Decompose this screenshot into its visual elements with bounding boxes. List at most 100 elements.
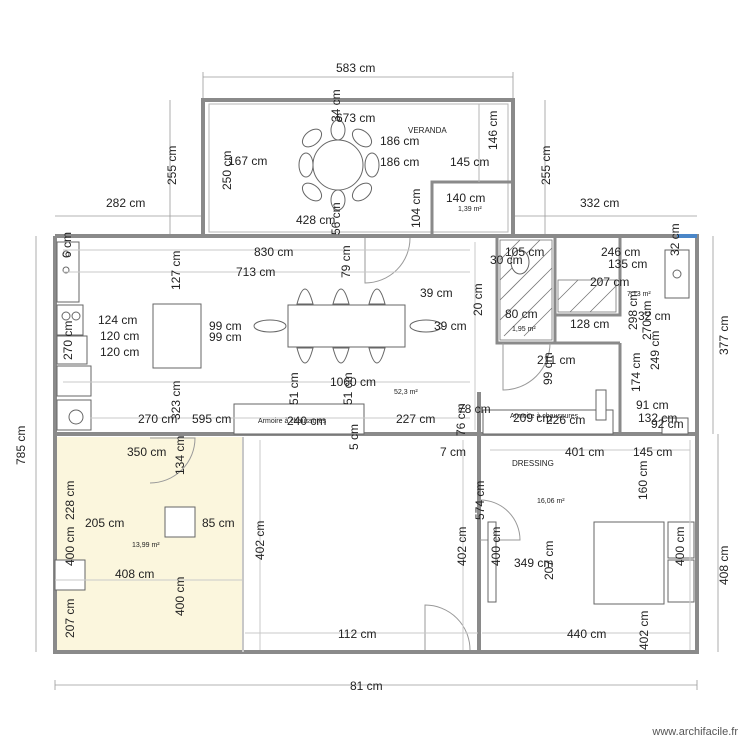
dim-label: 186 cm [380, 134, 419, 148]
dim-label: 145 cm [633, 445, 672, 459]
dim-label: 400 cm [173, 577, 187, 616]
dim-label: 20 cm [471, 283, 485, 316]
dim-label: 400 cm [63, 527, 77, 566]
dim-label: 350 cm [127, 445, 166, 459]
dim-label: 785 cm [14, 426, 28, 465]
dim-label: 51 cm [341, 372, 355, 405]
dim-label: 39 cm [420, 286, 453, 300]
doors [149, 237, 551, 651]
dim-label: 408 cm [115, 567, 154, 581]
dim-label: 135 cm [608, 257, 647, 271]
dim-label: 440 cm [567, 627, 606, 641]
dim-label: 583 cm [336, 61, 375, 75]
dim-label: 85 cm [202, 516, 235, 530]
area-small-room: 1,95 m² [512, 326, 536, 333]
furniture [54, 119, 695, 605]
area-bedroom: 13,99 m² [132, 542, 160, 549]
dim-label: 1060 cm [330, 375, 376, 389]
dim-label: 298 cm [626, 291, 640, 330]
dim-label: 249 cm [648, 331, 662, 370]
dimension-labels-vertical: 34 cm 250 cm 146 cm 255 cm 255 cm 56 cm … [14, 89, 731, 650]
dim-label: 81 cm [350, 679, 383, 693]
dim-label: 401 cm [565, 445, 604, 459]
area-veranda-small: 1,39 m² [458, 206, 482, 213]
dim-label: 34 cm [329, 89, 343, 122]
dim-label: 105 cm [505, 245, 544, 259]
dim-label: 140 cm [446, 191, 485, 205]
dim-label: 428 cm [296, 213, 335, 227]
dim-label: 92 cm [651, 417, 684, 431]
dim-label: 186 cm [380, 155, 419, 169]
dim-label: 32 cm [668, 223, 682, 256]
dim-label: 80 cm [505, 307, 538, 321]
dim-label: 574 cm [473, 481, 487, 520]
dim-label: 112 cm [338, 627, 376, 641]
dim-label: 270 cm [640, 301, 654, 340]
dim-label: 226 cm [546, 413, 585, 427]
watermark: www.archifacile.fr [652, 726, 738, 738]
dim-label: 205 cm [85, 516, 124, 530]
dim-label: 39 cm [434, 319, 467, 333]
dim-label: 377 cm [717, 316, 731, 355]
dim-label: 120 cm [100, 329, 139, 343]
measure-lines [55, 242, 691, 650]
room-dressing: DRESSING [512, 459, 554, 468]
dim-label: 332 cm [580, 196, 619, 210]
dim-label: 402 cm [253, 521, 267, 560]
area-main: 52,3 m² [394, 389, 418, 396]
dim-label: 270 cm [138, 412, 177, 426]
area-dressing: 16,06 m² [537, 498, 565, 505]
dim-label: 227 cm [396, 412, 435, 426]
dim-label: 595 cm [192, 412, 231, 426]
dim-label: 240 cm [287, 414, 326, 428]
dim-label: 99 cm [209, 330, 242, 344]
dim-label: 402 cm [455, 527, 469, 566]
dim-label: 209 cm [513, 411, 552, 425]
dim-label: 250 cm [220, 151, 234, 190]
dim-label: 270 cm [61, 321, 75, 360]
dim-label: 228 cm [63, 481, 77, 520]
dim-label: 79 cm [339, 245, 353, 278]
dim-label: 78 cm [458, 402, 491, 416]
dim-label: 400 cm [673, 527, 687, 566]
dim-label: 30 cm [490, 253, 523, 267]
dim-label: 174 cm [629, 353, 643, 392]
room-veranda: VERANDA [408, 126, 447, 135]
dim-label: 160 cm [636, 461, 650, 500]
dim-label: 127 cm [169, 251, 183, 290]
dim-label: 124 cm [98, 313, 137, 327]
dim-label: 400 cm [489, 527, 503, 566]
dim-label: 76 cm [454, 403, 468, 436]
dim-label: 207 cm [590, 275, 629, 289]
dim-label: 830 cm [254, 245, 293, 259]
dim-label: 32 cm [638, 309, 671, 323]
dim-label: 132 cm [638, 411, 677, 425]
dim-label: 282 cm [106, 196, 145, 210]
dim-label: 246 cm [601, 245, 640, 259]
dim-label: 120 cm [100, 345, 139, 359]
dimension-guides [35, 72, 719, 690]
dim-label: 255 cm [165, 146, 179, 185]
dim-label: 207 cm [63, 599, 77, 638]
dim-label: 323 cm [169, 381, 183, 420]
bedroom-fill [55, 437, 243, 650]
dim-label: 402 cm [637, 611, 651, 650]
dim-label: 99 cm [541, 352, 555, 385]
area-bath: 7,13 m² [627, 291, 651, 298]
dim-label: 104 cm [409, 189, 423, 228]
dim-label: 146 cm [486, 111, 500, 150]
dim-label: 167 cm [228, 154, 267, 168]
label-armoire-2: Armoire à chaussures [510, 413, 579, 420]
dim-label: 91 cm [636, 398, 669, 412]
dim-label: 99 cm [209, 319, 242, 333]
dim-label: 56 cm [329, 202, 343, 235]
dim-label: 5 cm [347, 424, 361, 450]
dim-label: 145 cm [450, 155, 489, 169]
dimension-labels: 583 cm 673 cm 186 cm 167 cm 186 cm 145 c… [85, 61, 684, 693]
dim-label: 211 cm [537, 353, 575, 367]
dim-label: 128 cm [570, 317, 609, 331]
dim-label: 6 cm [60, 232, 74, 258]
dim-label: 134 cm [173, 436, 187, 475]
dim-label: 207 cm [542, 541, 556, 580]
